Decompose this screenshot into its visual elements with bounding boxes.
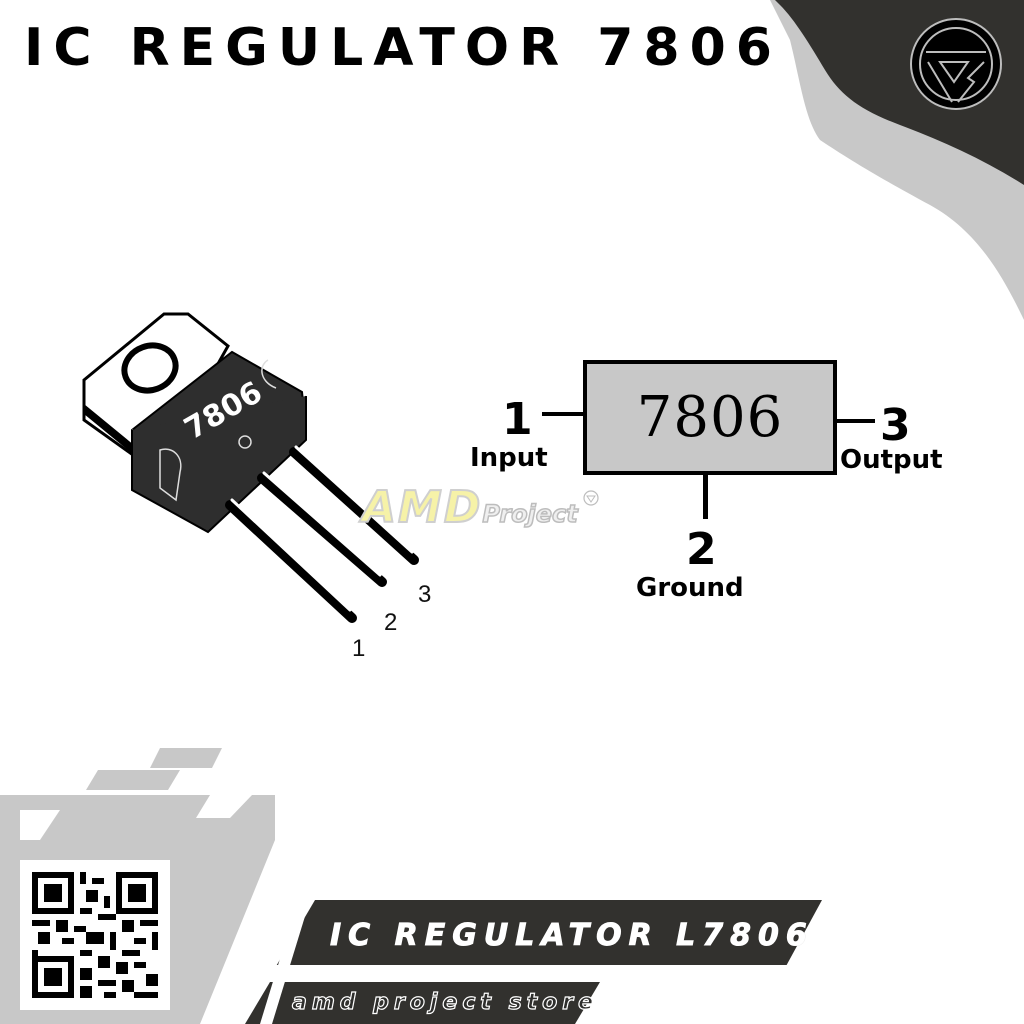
chip-symbol: 7806 bbox=[583, 360, 837, 475]
store-banner-name: amd project store bbox=[291, 989, 599, 1015]
pin-3-number: 3 bbox=[880, 400, 911, 451]
pin-1-number: 1 bbox=[502, 394, 533, 445]
pin-1-name: Input bbox=[470, 443, 548, 473]
chip-label: 7806 bbox=[636, 385, 784, 450]
watermark-brand: AMD bbox=[361, 481, 483, 534]
qr-code[interactable] bbox=[20, 860, 170, 1010]
pin-3-line bbox=[837, 419, 875, 423]
pin-2-number: 2 bbox=[686, 524, 717, 575]
amd-project-logo-icon bbox=[910, 18, 1002, 110]
package-pin-1-label: 1 bbox=[352, 635, 365, 662]
watermark-suffix: Project bbox=[482, 499, 579, 529]
qr-code-icon bbox=[20, 860, 170, 1010]
package-pin-2-label: 2 bbox=[384, 609, 397, 636]
to220-package-illustration: 7806 1 2 3 bbox=[82, 312, 431, 662]
pin-2-name: Ground bbox=[636, 573, 744, 603]
pin-3-name: Output bbox=[840, 445, 943, 475]
amd-project-watermark: AMDProject bbox=[361, 481, 599, 534]
pin-1-line bbox=[542, 412, 583, 416]
registered-logo-icon bbox=[583, 490, 599, 506]
page-title: IC REGULATOR 7806 bbox=[24, 18, 782, 78]
pin-2-line bbox=[703, 471, 708, 519]
package-pin-3-label: 3 bbox=[418, 581, 431, 608]
product-banner-title: IC REGULATOR L7806 bbox=[330, 918, 814, 954]
